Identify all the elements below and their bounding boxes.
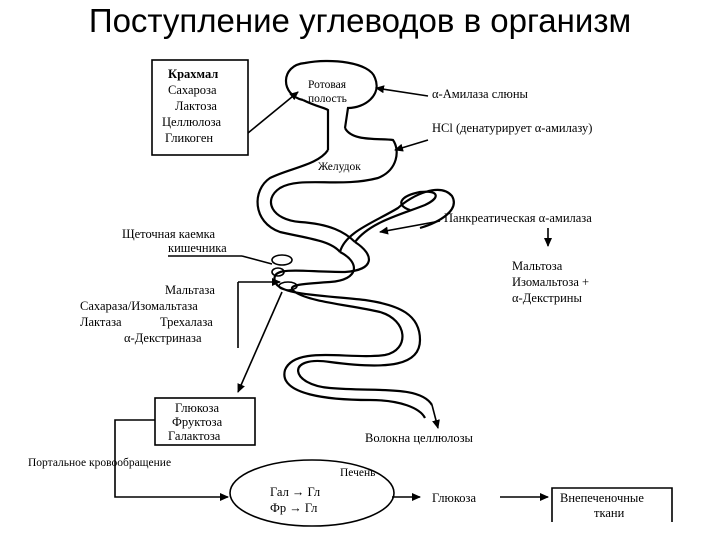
brush-border-label-1: Щеточная каемка [122, 227, 216, 241]
hcl-label: HCl (денатурирует α-амилазу) [432, 121, 592, 135]
glycogen-label: Гликоген [165, 131, 213, 145]
extrahepatic-box: Внепеченочные ткани [551, 487, 673, 522]
brush-enzymes-box: Мальтаза Сахараза/Изомальтаза Лактаза Тр… [80, 278, 281, 348]
maltose-label: Мальтоза [512, 259, 563, 273]
extrahepatic-label-1: Внепеченочные [560, 491, 644, 505]
dextrins-label: α-Декстрины [512, 291, 582, 305]
fiber-arrow [431, 404, 440, 429]
intake-arrow [247, 91, 299, 134]
liver-node: Печень Гал → Гл Фр → Гл [229, 459, 395, 527]
brush-border-label-2: кишечника [168, 241, 227, 255]
pancreatic-amylase-label: Панкреатическая α-амилаза [444, 211, 592, 225]
page-title: Поступление углеводов в организм [88, 2, 632, 39]
lactose-label: Лактоза [175, 99, 217, 113]
stomach-label: Желудок [318, 161, 361, 173]
fiber-label: Волокна целлюлозы [365, 431, 474, 445]
portal-label: Портальное кровообращение [28, 457, 171, 469]
galactose-label: Галактоза [168, 429, 221, 443]
intake-box: Крахмал Сахароза Лактоза Целлюлоза Глико… [151, 59, 249, 156]
saliva-arrow [375, 85, 429, 97]
hcl-arrow [394, 139, 429, 152]
starch-label: Крахмал [168, 67, 218, 81]
pancreatic-arrow [379, 220, 441, 235]
extrahepatic-label-2: ткани [594, 506, 625, 520]
trehalase-label: Трехалаза [160, 315, 213, 329]
fr-line: Фр → Гл [270, 501, 317, 515]
oral-cavity-label-2: полость [308, 93, 347, 105]
portal-arrow [114, 419, 229, 501]
digestive-tract [256, 59, 455, 419]
glucose-out-label: Глюкоза [432, 491, 476, 505]
liver-label: Печень [340, 467, 375, 479]
brush-border-pointer [241, 255, 273, 265]
gal-line: Гал → Гл [270, 485, 320, 499]
monosaccharides-box: Глюкоза Фруктоза Галактоза [154, 397, 256, 446]
saliva-amylase-label: α-Амилаза слюны [432, 87, 529, 101]
dextrinase-label: α-Декстриназа [124, 331, 202, 345]
glucose-mono-label: Глюкоза [175, 401, 219, 415]
isomaltose-label: Изомальтоза + [512, 275, 589, 289]
maltase-label: Мальтаза [165, 283, 215, 297]
oral-cavity-label-1: Ротовая [308, 79, 347, 91]
lactase-label: Лактаза [80, 315, 122, 329]
absorption-arrow [237, 291, 283, 393]
fructose-label: Фруктоза [172, 415, 223, 429]
sucrase-label: Сахараза/Изомальтаза [80, 299, 198, 313]
cellulose-label: Целлюлоза [162, 115, 222, 129]
sucrose-label: Сахароза [168, 83, 217, 97]
